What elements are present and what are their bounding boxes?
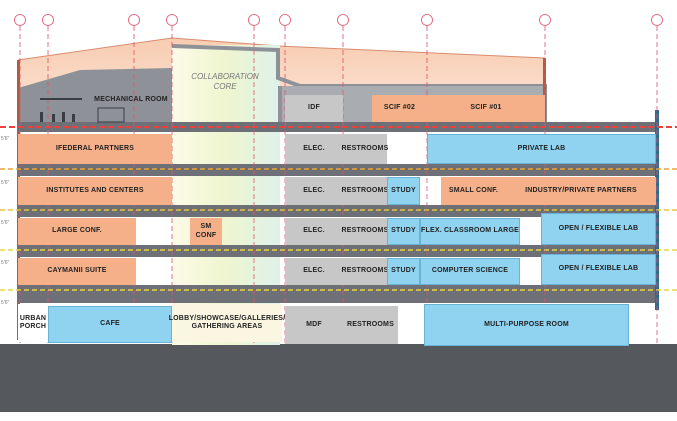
room-caymanii-suite: CAYMANII SUITE <box>18 258 136 285</box>
collaboration-core-label: COLLABORATION CORE <box>180 72 270 91</box>
room-elec-1: ELEC. <box>285 258 343 285</box>
room-ifederal-partners: IFEDERAL PARTNERS <box>18 134 172 164</box>
roof-edge-column <box>543 58 546 122</box>
level-mark-3: 5'6" <box>1 220 10 226</box>
room-open-lab-1: OPEN / FLEXIBLE LAB <box>541 254 656 285</box>
penthouse-shell <box>18 68 172 122</box>
room-mechanical: MECHANICAL ROOM <box>94 95 168 103</box>
room-flex-classroom: FLEX. CLASSROOM LARGE <box>420 218 520 245</box>
room-study-2: STUDY <box>387 218 420 245</box>
mechanical-equipment <box>40 98 125 123</box>
slab-level-2 <box>18 245 658 257</box>
room-large-conf: LARGE CONF. <box>18 218 136 245</box>
room-restrooms-1: RESTROOMS <box>342 258 388 285</box>
room-elec-3: ELEC. <box>285 177 343 205</box>
ground-plane <box>0 344 677 412</box>
room-elec-4: ELEC. <box>285 134 343 164</box>
slab-level-4 <box>18 164 658 176</box>
room-study-3: STUDY <box>387 177 420 205</box>
column-grid <box>14 14 663 345</box>
level-mark-1: 5'6" <box>1 300 10 306</box>
level-mark-4: 5'6" <box>1 180 10 186</box>
room-private-lab: PRIVATE LAB <box>427 134 656 164</box>
room-scif-02: SCIF #02 <box>372 95 427 122</box>
slab-level-3 <box>18 205 658 217</box>
roof-line <box>17 37 546 61</box>
slab-level-1 <box>18 285 658 303</box>
room-scif-01: SCIF #01 <box>427 95 545 122</box>
room-idf: IDF <box>285 95 343 122</box>
room-small-conf: SMALL CONF. <box>441 177 506 205</box>
collaboration-label-line2: CORE <box>213 81 237 91</box>
room-sm-conf: SM CONF <box>190 218 222 245</box>
room-cafe: CAFE <box>48 306 172 343</box>
room-institutes-centers: INSTITUTES AND CENTERS <box>18 177 172 205</box>
room-elec-2: ELEC. <box>285 218 343 245</box>
room-open-lab-2: OPEN / FLEXIBLE LAB <box>541 213 656 245</box>
room-mdf: MDF <box>285 306 343 344</box>
room-lobby: LOBBY/SHOWCASE/GALLERIES/ GATHERING AREA… <box>169 304 285 342</box>
room-restrooms-4: RESTROOMS <box>342 134 388 164</box>
collaboration-label-line1: COLLABORATION <box>191 72 259 81</box>
room-computer-science: COMPUTER SCIENCE <box>420 258 520 285</box>
room-restrooms-2: RESTROOMS <box>342 218 388 245</box>
room-study-1: STUDY <box>387 258 420 285</box>
level-mark-roof: 5'6" <box>1 136 10 142</box>
room-restrooms-ground: RESTROOMS <box>343 306 398 344</box>
room-industry-partners: INDUSTRY/PRIVATE PARTNERS <box>506 177 656 205</box>
room-multipurpose: MULTI-PURPOSE ROOM <box>424 304 629 346</box>
room-restrooms-3: RESTROOMS <box>342 177 388 205</box>
room-urban-porch: URBAN PORCH <box>18 304 48 342</box>
level-mark-2: 5'6" <box>1 260 10 266</box>
